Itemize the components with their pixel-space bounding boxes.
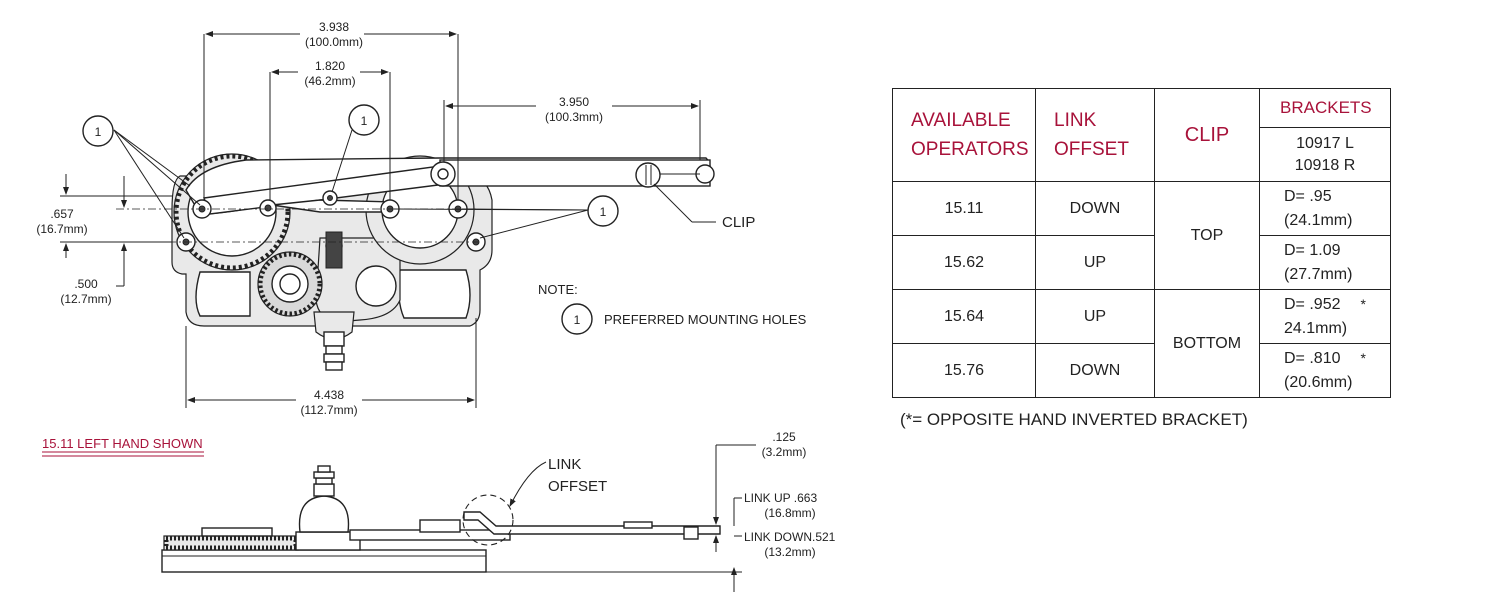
dim-link-down-mm: (13.2mm) bbox=[764, 545, 815, 559]
header-link-offset: LINK OFFSET bbox=[1035, 88, 1155, 182]
header-clip: CLIP bbox=[1154, 88, 1260, 182]
link-cell: DOWN bbox=[1035, 181, 1155, 236]
dim-4438-in: 4.438 bbox=[314, 388, 344, 402]
table-row: 15.11 DOWN TOP D= .95(24.1mm) bbox=[892, 181, 1391, 290]
header-brackets: BRACKETS bbox=[1259, 87, 1391, 129]
hole-callouts: 1 1 1 bbox=[82, 104, 619, 239]
dim-3938-in: 3.938 bbox=[319, 20, 349, 34]
inverted-marker: * bbox=[1360, 350, 1366, 366]
table-footnote: (*= OPPOSITE HAND INVERTED BRACKET) bbox=[900, 410, 1248, 429]
operator-side-view bbox=[161, 465, 721, 573]
operators-table: AVAILABLE OPERATORS LINK OFFSET CLIP BRA… bbox=[892, 87, 1391, 398]
dim-657-mm: (16.7mm) bbox=[36, 222, 87, 236]
note-marker: 1 bbox=[574, 313, 581, 327]
dim-3938-mm: (100.0mm) bbox=[305, 35, 363, 49]
dim-link-up: LINK UP .663 bbox=[744, 491, 817, 505]
bracket-cell: D= .810(20.6mm) * bbox=[1259, 343, 1391, 398]
dim-3950-in: 3.950 bbox=[559, 95, 589, 109]
dim-1820-mm: (46.2mm) bbox=[304, 74, 355, 88]
svg-text:1: 1 bbox=[95, 125, 102, 139]
bracket-cell: D= 1.09(27.7mm) bbox=[1259, 235, 1391, 290]
operator-cell: 15.62 bbox=[892, 235, 1036, 290]
dimension-lines bbox=[60, 31, 701, 408]
clip-callout: CLIP bbox=[722, 214, 755, 231]
svg-text:1: 1 bbox=[361, 114, 368, 128]
dim-125-in: .125 bbox=[772, 430, 796, 444]
bracket-cell: D= .95(24.1mm) bbox=[1259, 181, 1391, 236]
operator-top-view bbox=[116, 153, 715, 371]
dim-657-in: .657 bbox=[50, 207, 74, 221]
link-cell: DOWN bbox=[1035, 343, 1155, 398]
operator-cell: 15.64 bbox=[892, 289, 1036, 344]
dim-125-mm: (3.2mm) bbox=[762, 445, 807, 459]
header-operators: AVAILABLE OPERATORS bbox=[892, 88, 1036, 182]
dim-link-down: LINK DOWN.521 bbox=[744, 530, 836, 544]
dim-500-mm: (12.7mm) bbox=[60, 292, 111, 306]
dim-link-up-mm: (16.8mm) bbox=[764, 506, 815, 520]
operator-cell: 15.11 bbox=[892, 181, 1036, 236]
link-cell: UP bbox=[1035, 235, 1155, 290]
dim-3950-mm: (100.3mm) bbox=[545, 110, 603, 124]
table-row: 15.76 DOWN D= .810(20.6mm) * bbox=[892, 343, 1391, 398]
inverted-marker: * bbox=[1360, 296, 1366, 312]
link-cell: UP bbox=[1035, 289, 1155, 344]
note-text: PREFERRED MOUNTING HOLES bbox=[604, 312, 807, 327]
operator-cell: 15.76 bbox=[892, 343, 1036, 398]
svg-text:1: 1 bbox=[600, 205, 607, 219]
clip-cell-top: TOP bbox=[1154, 181, 1260, 290]
dim-4438-mm: (112.7mm) bbox=[300, 403, 357, 417]
link-offset-label-2: OFFSET bbox=[548, 478, 607, 495]
table-row: 15.62 UP D= 1.09(27.7mm) bbox=[892, 235, 1391, 290]
side-dimensions bbox=[486, 444, 756, 592]
dim-500-in: .500 bbox=[74, 277, 98, 291]
link-offset-label-1: LINK bbox=[548, 456, 581, 473]
left-gear-teeth bbox=[173, 153, 291, 271]
dim-1820-in: 1.820 bbox=[315, 59, 345, 73]
note-title: NOTE: bbox=[538, 282, 578, 297]
view-caption: 15.11 LEFT HAND SHOWN bbox=[42, 436, 203, 451]
header-bracket-parts: 10917 L 10918 R bbox=[1259, 127, 1391, 182]
clip-cell-bottom: BOTTOM bbox=[1154, 289, 1260, 398]
